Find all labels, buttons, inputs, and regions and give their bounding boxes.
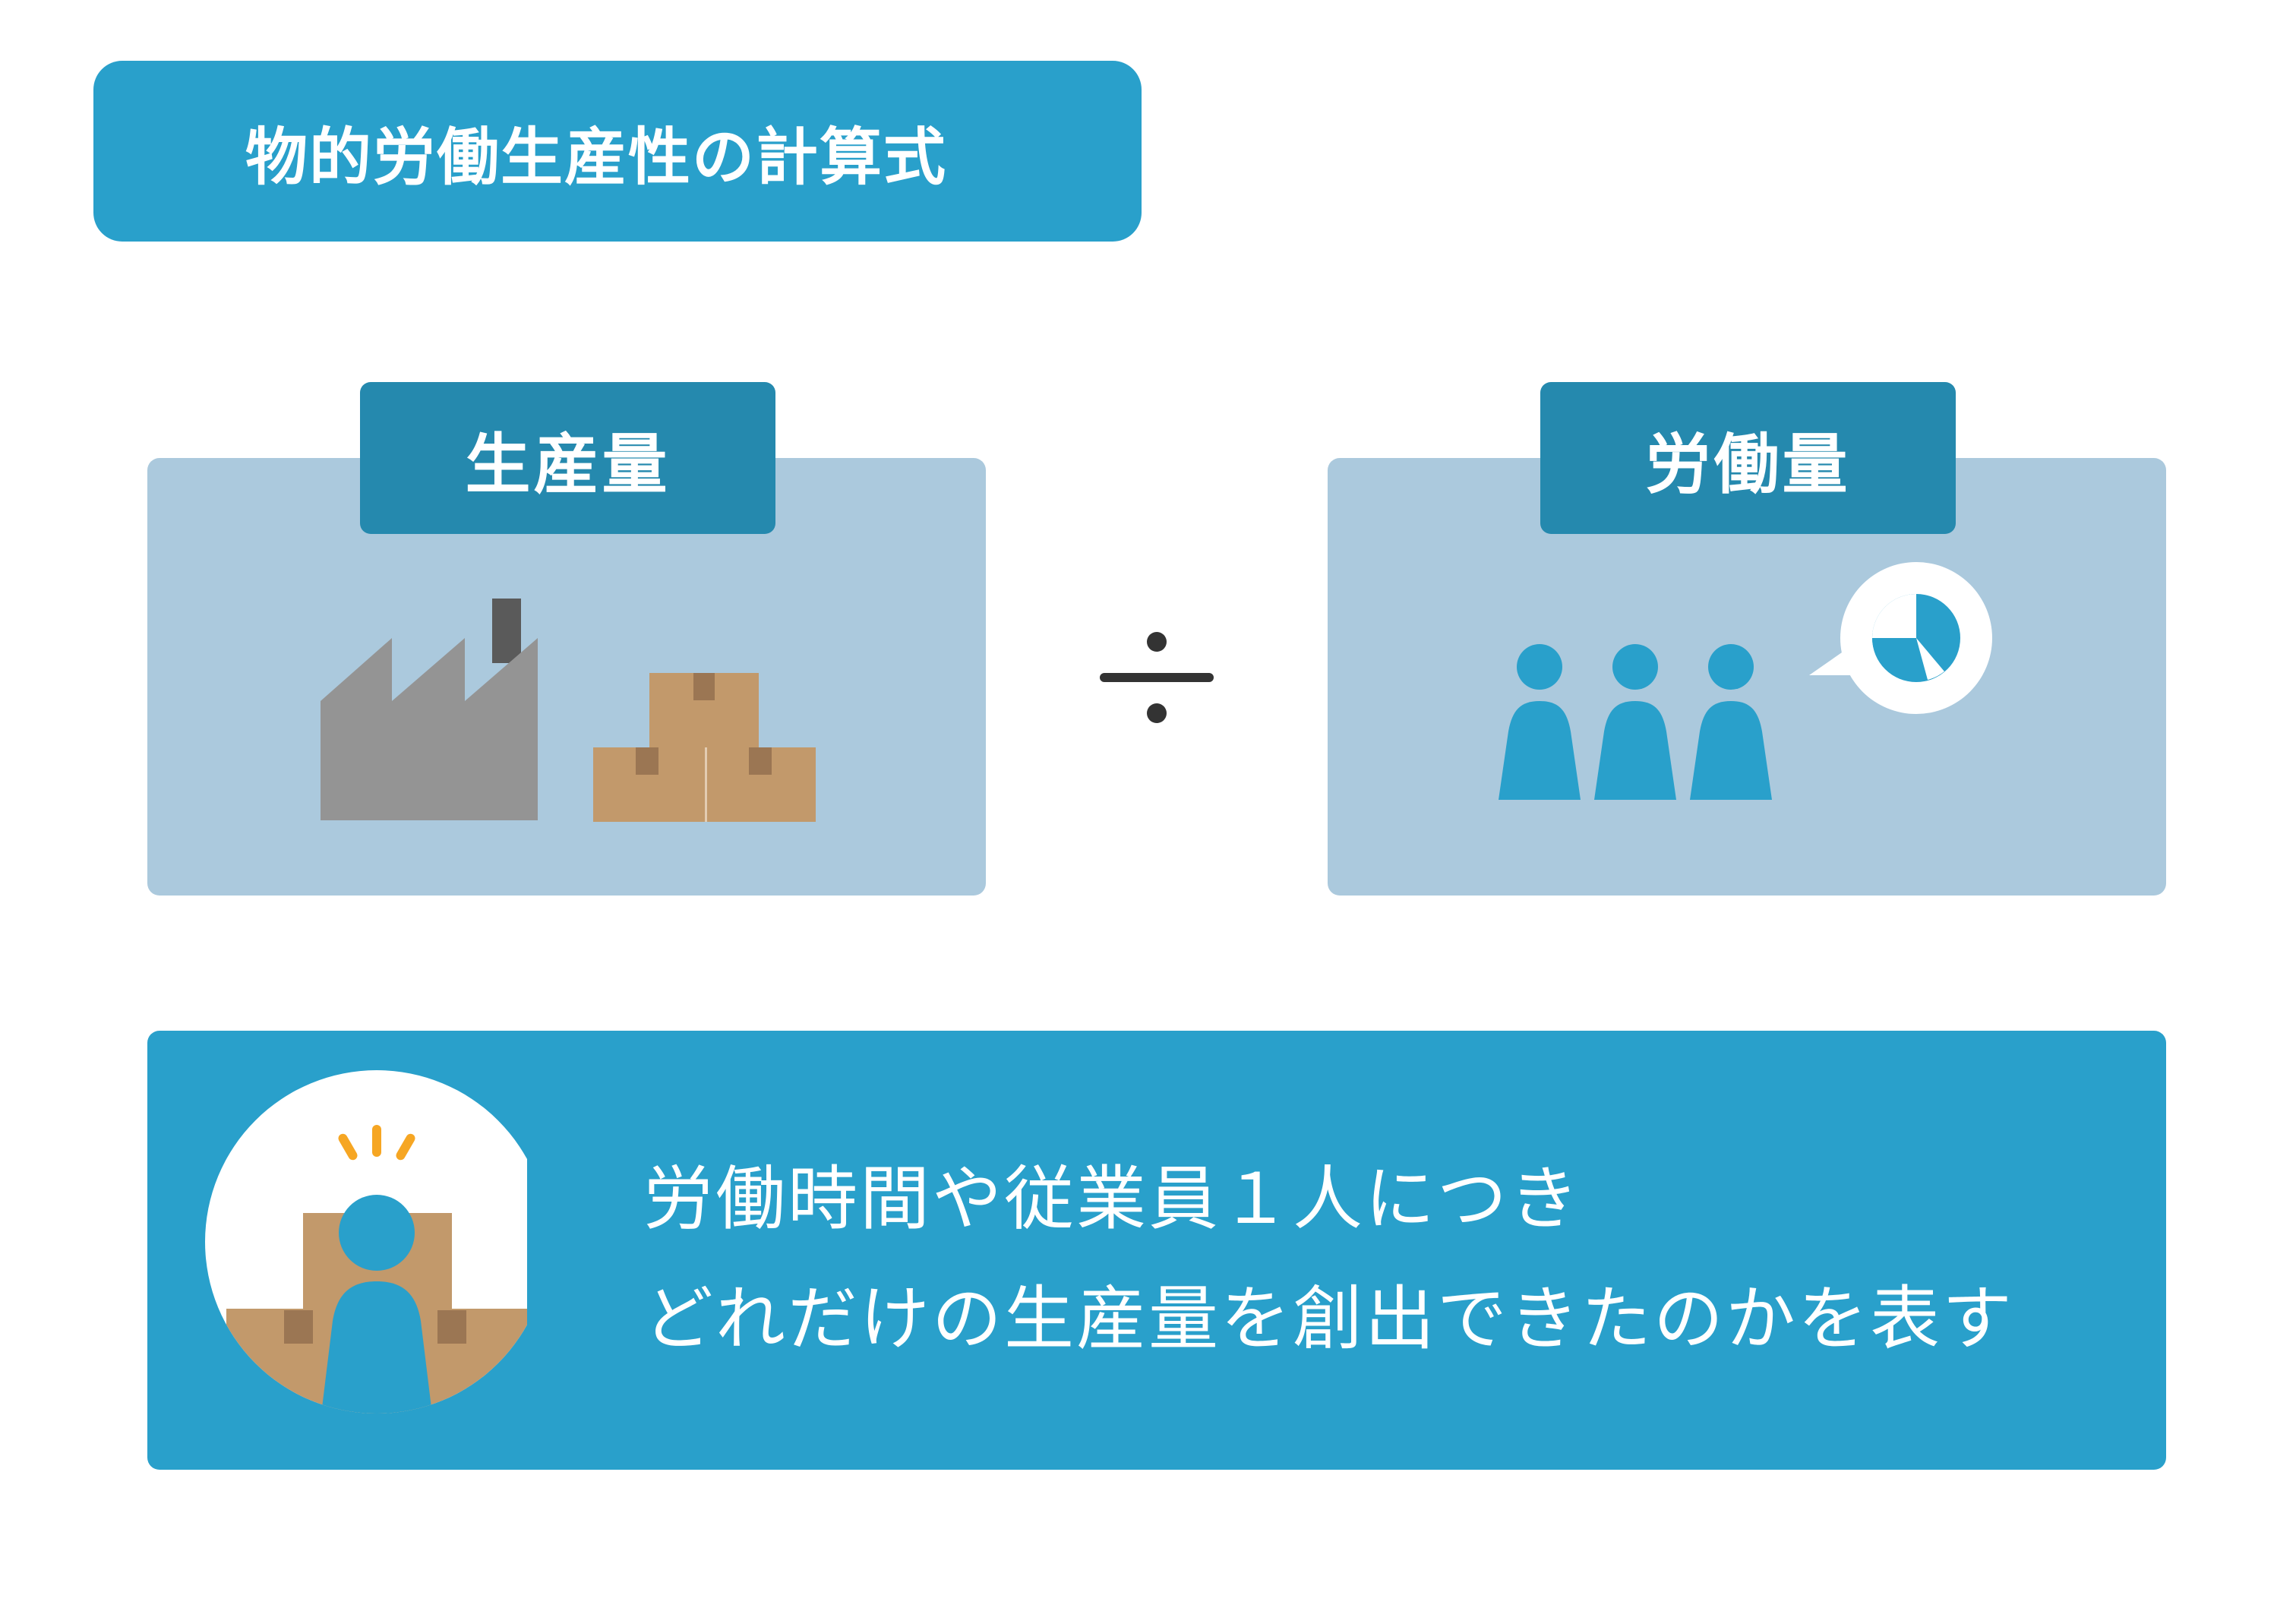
description-line-2: どれだけの生産量を創出できたのかを表す [643,1278,2015,1360]
boxes-icon [593,673,816,822]
people-icon [1499,644,1772,800]
description-text: 労働時間や従業員１人につき どれだけの生産量を創出できたのかを表す [643,1139,2014,1379]
description-box [147,1031,2166,1470]
formula-title: 物的労働生産性の計算式 [93,61,1142,242]
worker-carrying-box-icon [205,1070,527,1414]
production-label: 生産量 [360,382,775,534]
labor-label: 労働量 [1540,382,1956,534]
description-line-1: 労働時間や従業員１人につき [643,1158,1582,1240]
clock-speech-icon [1809,562,1992,714]
divide-icon [1100,632,1214,723]
alert-marks-icon [338,1125,415,1161]
factory-icon [321,599,538,820]
labor-illustration [1499,562,1992,800]
division-operator [1100,630,1214,725]
production-illustration [321,599,816,822]
